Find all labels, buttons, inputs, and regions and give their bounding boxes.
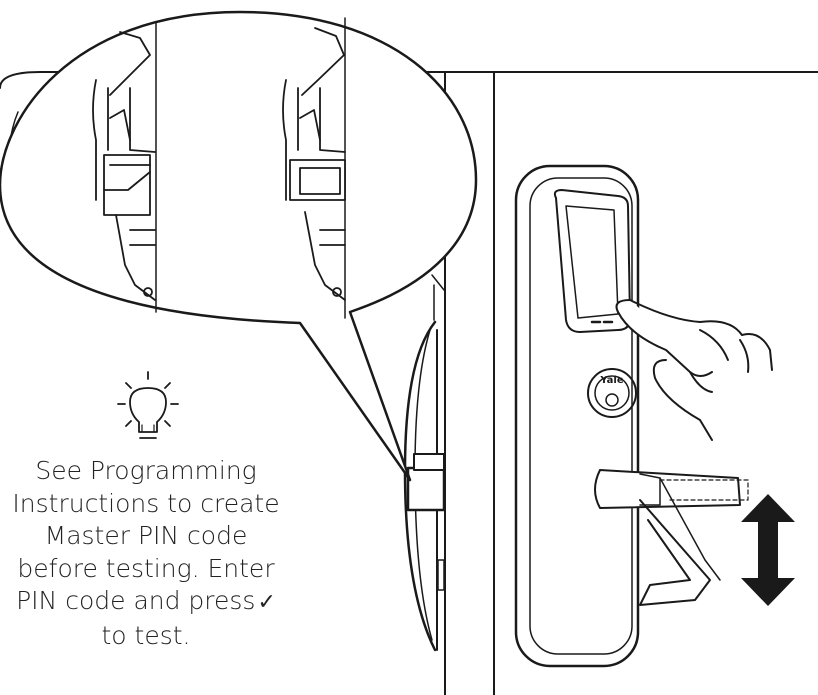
instruction-text: See Programming Instructions to create M…	[0, 455, 292, 652]
lock-body	[514, 164, 749, 668]
lock-brand-label: Yale	[599, 375, 623, 386]
instruction-line-5-wrap: PIN code and press✓	[0, 585, 292, 620]
instruction-line-3: Master PIN code	[44, 521, 248, 550]
instruction-line-5: PIN code and press	[16, 586, 256, 615]
instruction-line-1: See Programming	[35, 456, 257, 485]
hand-illustration	[615, 299, 773, 441]
up-down-arrow-icon	[741, 494, 795, 606]
instruction-line-6: to test.	[101, 620, 191, 650]
checkmark-icon: ✓	[257, 590, 276, 615]
instruction-line-4: before testing. Enter	[17, 553, 275, 583]
latch-retracted-detail	[282, 27, 346, 301]
latch-extended-detail	[92, 31, 156, 301]
door-edge-strike	[403, 274, 446, 652]
zoom-callout	[0, 10, 478, 482]
instruction-line-2: Instructions to create	[12, 488, 280, 518]
lightbulb-icon	[117, 371, 179, 439]
